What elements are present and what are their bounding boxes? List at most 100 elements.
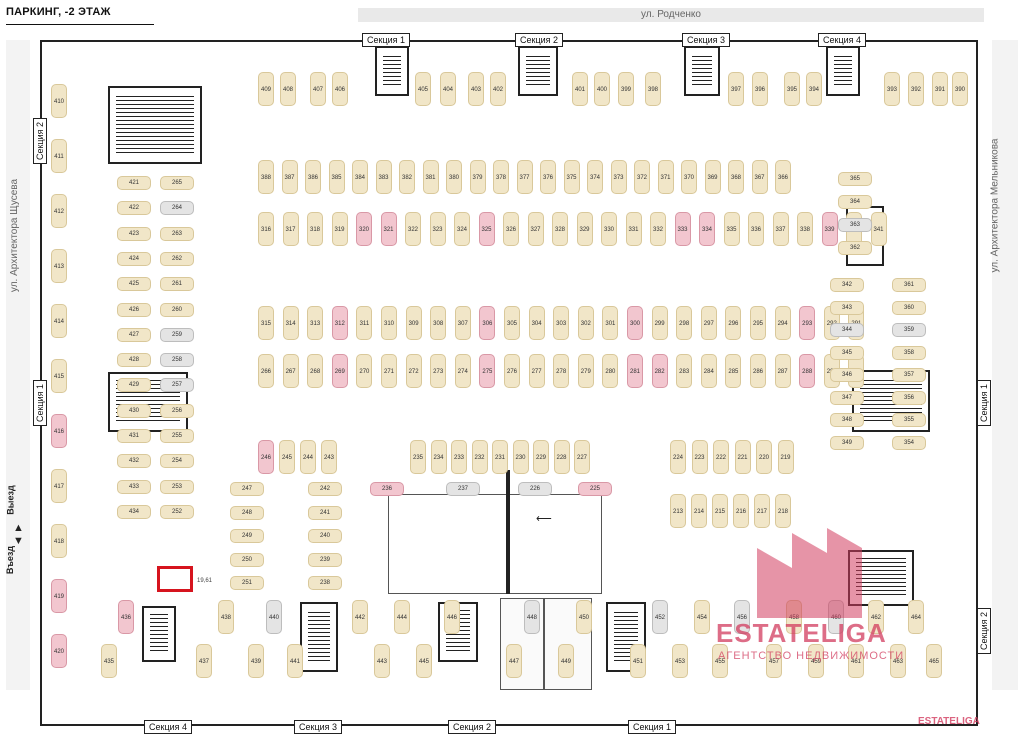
- parking-spot-231[interactable]: 231: [492, 440, 508, 474]
- parking-spot-345[interactable]: 345: [830, 345, 864, 360]
- parking-spot-305[interactable]: 305: [504, 306, 520, 340]
- parking-spot-287[interactable]: 287: [774, 354, 791, 388]
- parking-spot-378[interactable]: 378: [493, 160, 509, 194]
- parking-spot-246[interactable]: 246: [258, 440, 274, 474]
- parking-spot-271[interactable]: 271: [381, 354, 397, 388]
- parking-spot-390[interactable]: 390: [952, 72, 968, 106]
- parking-spot-349[interactable]: 349: [830, 435, 864, 450]
- parking-spot-247[interactable]: 247: [230, 482, 264, 496]
- parking-spot-226[interactable]: 226: [518, 482, 552, 496]
- parking-spot-326[interactable]: 326: [503, 212, 519, 246]
- parking-spot-251[interactable]: 251: [230, 576, 264, 590]
- parking-spot-432[interactable]: 432: [117, 454, 151, 469]
- parking-spot-331[interactable]: 331: [625, 212, 642, 246]
- parking-spot-318[interactable]: 318: [307, 212, 323, 246]
- parking-spot-396[interactable]: 396: [752, 72, 768, 106]
- parking-spot-316[interactable]: 316: [258, 212, 274, 246]
- parking-spot-344[interactable]: 344: [830, 323, 864, 337]
- parking-spot-223[interactable]: 223: [691, 440, 708, 474]
- parking-spot-355[interactable]: 355: [892, 413, 926, 427]
- parking-spot-245[interactable]: 245: [279, 440, 295, 474]
- parking-spot-269[interactable]: 269: [331, 354, 348, 388]
- parking-spot-411[interactable]: 411: [51, 139, 67, 173]
- parking-spot-221[interactable]: 221: [734, 440, 751, 474]
- parking-spot-422[interactable]: 422: [117, 201, 151, 216]
- parking-spot-238[interactable]: 238: [308, 576, 342, 590]
- parking-spot-382[interactable]: 382: [399, 160, 415, 194]
- parking-spot-465[interactable]: 465: [926, 644, 942, 678]
- parking-spot-308[interactable]: 308: [430, 306, 447, 340]
- parking-spot-254[interactable]: 254: [160, 454, 194, 469]
- parking-spot-392[interactable]: 392: [908, 72, 924, 106]
- parking-spot-444[interactable]: 444: [394, 600, 410, 634]
- parking-spot-379[interactable]: 379: [469, 160, 486, 194]
- parking-spot-270[interactable]: 270: [356, 354, 373, 388]
- parking-spot-222[interactable]: 222: [713, 440, 729, 474]
- parking-spot-403[interactable]: 403: [468, 72, 484, 106]
- parking-spot-427[interactable]: 427: [117, 327, 151, 342]
- parking-spot-398[interactable]: 398: [645, 72, 661, 106]
- parking-spot-381[interactable]: 381: [422, 160, 439, 194]
- parking-spot-281[interactable]: 281: [627, 354, 643, 388]
- parking-spot-450[interactable]: 450: [576, 600, 592, 634]
- parking-spot-242[interactable]: 242: [308, 482, 342, 496]
- parking-spot-440[interactable]: 440: [266, 600, 282, 634]
- parking-spot-224[interactable]: 224: [670, 440, 686, 474]
- parking-spot-298[interactable]: 298: [676, 306, 693, 340]
- parking-spot-371[interactable]: 371: [657, 160, 674, 194]
- parking-spot-416[interactable]: 416: [51, 414, 67, 448]
- parking-spot-301[interactable]: 301: [602, 306, 619, 340]
- parking-spot-325[interactable]: 325: [478, 212, 495, 246]
- parking-spot-328[interactable]: 328: [552, 212, 568, 246]
- parking-spot-408[interactable]: 408: [280, 72, 296, 106]
- parking-spot-233[interactable]: 233: [451, 440, 467, 474]
- parking-spot-453[interactable]: 453: [672, 644, 688, 678]
- parking-spot-394[interactable]: 394: [806, 72, 822, 106]
- parking-spot-265[interactable]: 265: [160, 176, 194, 190]
- parking-spot-272[interactable]: 272: [405, 354, 422, 388]
- parking-spot-256[interactable]: 256: [160, 403, 194, 418]
- parking-spot-314[interactable]: 314: [282, 306, 299, 340]
- parking-spot-337[interactable]: 337: [772, 212, 789, 246]
- parking-spot-288[interactable]: 288: [799, 354, 816, 388]
- parking-spot-424[interactable]: 424: [117, 251, 151, 266]
- parking-spot-306[interactable]: 306: [479, 306, 496, 340]
- parking-spot-388[interactable]: 388: [258, 160, 274, 194]
- parking-spot-322[interactable]: 322: [405, 212, 421, 246]
- parking-spot-451[interactable]: 451: [630, 644, 646, 678]
- parking-spot-454[interactable]: 454: [694, 600, 710, 634]
- parking-spot-303[interactable]: 303: [553, 306, 570, 340]
- parking-spot-368[interactable]: 368: [728, 160, 744, 194]
- parking-spot-293[interactable]: 293: [799, 306, 816, 340]
- parking-spot-414[interactable]: 414: [51, 304, 67, 338]
- parking-spot-334[interactable]: 334: [699, 212, 715, 246]
- parking-spot-364[interactable]: 364: [838, 195, 872, 209]
- parking-spot-260[interactable]: 260: [160, 302, 194, 317]
- parking-spot-250[interactable]: 250: [230, 552, 264, 567]
- parking-spot-367[interactable]: 367: [751, 160, 768, 194]
- parking-spot-387[interactable]: 387: [281, 160, 298, 194]
- parking-spot-455[interactable]: 455: [712, 644, 728, 678]
- parking-spot-320[interactable]: 320: [356, 212, 372, 246]
- parking-spot-425[interactable]: 425: [117, 277, 151, 292]
- parking-spot-296[interactable]: 296: [725, 306, 742, 340]
- parking-spot-315[interactable]: 315: [258, 306, 274, 340]
- parking-spot-399[interactable]: 399: [618, 72, 634, 106]
- parking-spot-438[interactable]: 438: [218, 600, 234, 634]
- parking-spot-239[interactable]: 239: [308, 552, 342, 567]
- parking-spot-428[interactable]: 428: [117, 353, 151, 368]
- parking-spot-234[interactable]: 234: [430, 440, 447, 474]
- parking-spot-279[interactable]: 279: [577, 354, 594, 388]
- parking-spot-384[interactable]: 384: [352, 160, 368, 194]
- parking-spot-284[interactable]: 284: [700, 354, 717, 388]
- parking-spot-383[interactable]: 383: [375, 160, 392, 194]
- parking-spot-278[interactable]: 278: [553, 354, 570, 388]
- parking-spot-452[interactable]: 452: [652, 600, 668, 634]
- parking-spot-446[interactable]: 446: [444, 600, 460, 634]
- parking-spot-280[interactable]: 280: [602, 354, 619, 388]
- parking-spot-385[interactable]: 385: [328, 160, 345, 194]
- parking-spot-321[interactable]: 321: [380, 212, 397, 246]
- parking-spot-332[interactable]: 332: [650, 212, 666, 246]
- parking-spot-348[interactable]: 348: [830, 413, 864, 427]
- parking-spot-377[interactable]: 377: [516, 160, 533, 194]
